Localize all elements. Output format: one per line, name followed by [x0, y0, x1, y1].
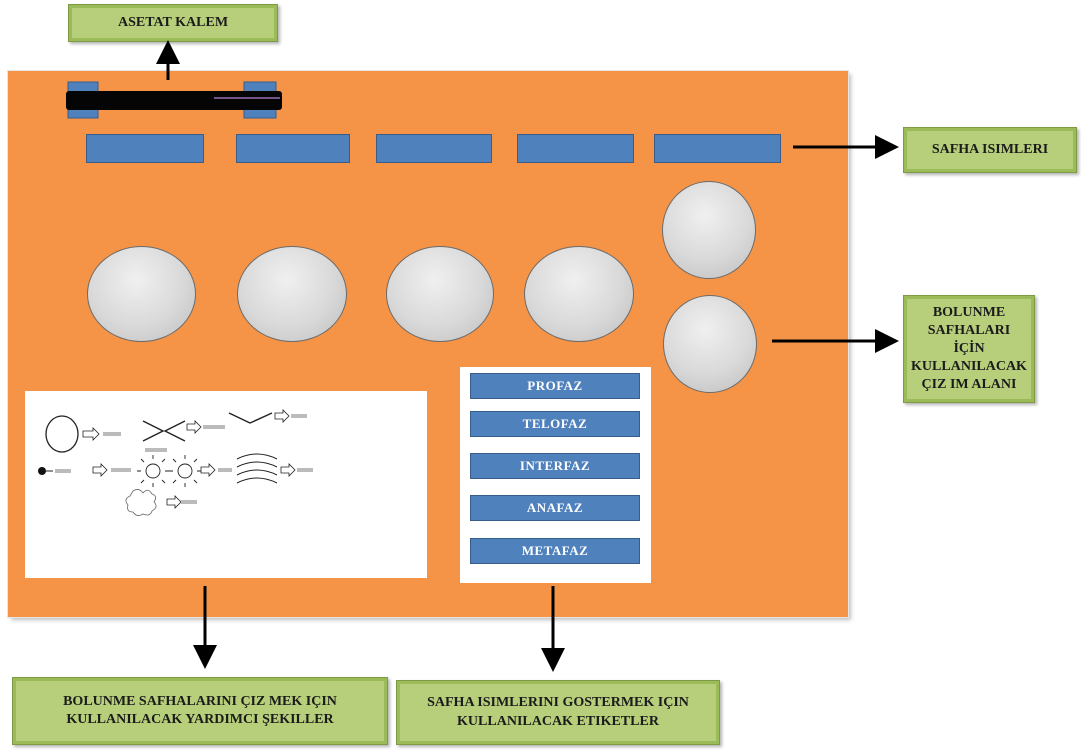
pen-body — [66, 91, 282, 110]
hint-arrow-icon — [280, 463, 296, 477]
chromatid-shape — [228, 412, 273, 424]
hint-arrow-icon — [166, 495, 182, 509]
helper-shapes-drawing — [38, 409, 313, 516]
centrosome-dot — [38, 467, 46, 475]
chromatin-tangle-shape — [125, 489, 157, 516]
label-anafaz[interactable]: ANAFAZ — [470, 495, 640, 521]
phase-name-slot-1[interactable] — [86, 134, 204, 163]
drawing-circle-4[interactable] — [524, 246, 634, 342]
hint-arrow-icon — [82, 427, 100, 441]
callout-text: SAFHA ISIMLERINI GOSTERMEK IÇIN KULLANIL… — [427, 695, 689, 729]
callout-text: BOLUNME SAFHALARINI ÇIZ MEK IÇIN KULLANI… — [63, 693, 337, 727]
callout-phase-names: SAFHA ISIMLERI — [903, 127, 1077, 173]
hint-text-mark — [103, 432, 121, 436]
hint-text-mark — [181, 500, 197, 504]
aster-shape-left — [137, 455, 169, 487]
label-profaz[interactable]: PROFAZ — [470, 373, 640, 399]
callout-helper-shapes: BOLUNME SAFHALARINI ÇIZ MEK IÇIN KULLANI… — [12, 677, 388, 745]
label-telofaz[interactable]: TELOFAZ — [470, 411, 640, 437]
hint-text-mark — [203, 425, 225, 429]
spindle-fibers-shape — [236, 453, 278, 484]
callout-phase-labels: SAFHA ISIMLERINI GOSTERMEK IÇIN KULLANIL… — [396, 680, 720, 745]
phase-name-slot-4[interactable] — [517, 134, 634, 163]
hint-text-mark — [218, 468, 232, 472]
hint-text-mark — [55, 469, 71, 473]
acetate-pen[interactable] — [64, 80, 286, 120]
hint-arrow-icon — [186, 420, 202, 434]
chromosome-x-shape — [142, 420, 186, 442]
hint-text-mark — [297, 468, 313, 472]
callout-text: ASETAT KALEM — [117, 14, 229, 30]
drawing-circle-3[interactable] — [386, 246, 494, 342]
hint-arrow-icon — [92, 463, 108, 477]
hint-text-mark — [291, 414, 307, 418]
cell-membrane-shape — [45, 415, 79, 453]
helper-shapes-panel — [25, 391, 427, 578]
drawing-circle-2[interactable] — [237, 246, 347, 342]
callout-text: BOLUNME SAFHALARI İÇİN KULLANILACAK ÇIZ … — [911, 304, 1027, 393]
drawing-circle-1[interactable] — [87, 246, 196, 342]
hint-arrow-icon — [274, 409, 290, 423]
drawing-circle-5[interactable] — [662, 181, 756, 279]
hint-text-mark — [111, 468, 131, 472]
phase-labels-panel: PROFAZ TELOFAZ INTERFAZ ANAFAZ METAFAZ — [460, 367, 651, 583]
phase-name-slot-5[interactable] — [654, 134, 781, 163]
label-interfaz[interactable]: INTERFAZ — [470, 453, 640, 479]
drawing-circle-6[interactable] — [663, 295, 757, 393]
phase-name-slot-2[interactable] — [236, 134, 350, 163]
callout-drawing-area: BOLUNME SAFHALARI İÇİN KULLANILACAK ÇIZ … — [903, 295, 1035, 403]
label-metafaz[interactable]: METAFAZ — [470, 538, 640, 564]
hint-text-mark — [145, 448, 167, 452]
callout-text: SAFHA ISIMLERI — [931, 141, 1049, 157]
aster-shape-right — [169, 455, 201, 487]
phase-name-slot-3[interactable] — [376, 134, 492, 163]
hint-arrow-icon — [200, 463, 216, 477]
